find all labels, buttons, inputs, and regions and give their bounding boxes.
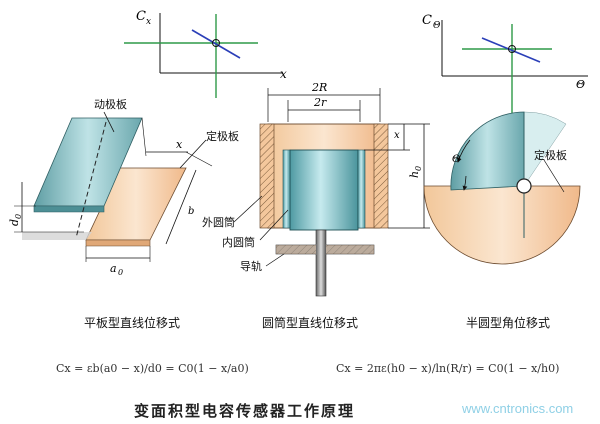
formula-cylinder: Cx = 2πε(h0 − x)/ln(R/r) = C0(1 − x/h0) <box>336 362 559 375</box>
outer-tube-label: 外圆筒 <box>202 215 235 229</box>
dim-h-sub: 0 <box>414 166 423 171</box>
semicircle-sensor: Θ 定极板 半圆型角位移式 <box>423 111 581 330</box>
dim-x-label: x <box>176 138 183 151</box>
graph-angular: C Θ Θ <box>422 13 588 118</box>
page-title: 变面积型电容传感器工作原理 <box>134 402 355 420</box>
plate-caption: 平板型直线位移式 <box>84 315 180 330</box>
angle-label: Θ <box>452 154 460 165</box>
graph-flat-y-label: C <box>136 9 146 24</box>
graph-angular-y-label: C <box>422 13 432 28</box>
graph-angular-x-label: Θ <box>576 78 585 91</box>
dim-2r-label: 2r <box>313 96 327 109</box>
dim-h-label: h <box>408 171 421 178</box>
graph-flat-x-label: x <box>280 67 287 81</box>
dim-2R-label: 2R <box>311 81 327 94</box>
semicircle-caption: 半圆型角位移式 <box>466 315 550 330</box>
fixed-plate-label: 定极板 <box>206 129 239 143</box>
cylinder-caption: 圆筒型直线位移式 <box>262 315 358 330</box>
guide-rail-label: 导轨 <box>240 259 262 273</box>
inner-tube-label: 内圆筒 <box>222 235 255 249</box>
dim-a-sub: 0 <box>118 268 123 277</box>
dim-d-label: d <box>8 219 21 226</box>
cylinder-sensor: 2R 2r x h 0 外圆筒 内圆筒 导轨 <box>202 81 430 330</box>
formula-plate: Cx = εb(a0 − x)/d0 = C0(1 − x/a0) <box>56 362 249 375</box>
moving-plate-label: 动极板 <box>94 97 127 111</box>
dim-d-sub: 0 <box>14 214 23 219</box>
plate-sensor: 动极板 定极板 x d 0 a 0 b 平板型直线位移式 <box>8 97 239 330</box>
dim-x2-label: x <box>394 130 400 141</box>
dim-a-label: a <box>110 262 117 275</box>
watermark: www.cntronics.com <box>461 401 573 416</box>
graph-flat-y-sub: x <box>146 17 151 27</box>
dim-b-label: b <box>188 206 194 217</box>
semicircle-fixed-plate-label: 定极板 <box>534 148 567 162</box>
graph-angular-y-sub: Θ <box>433 21 441 31</box>
graph-flat: C x x <box>124 9 287 98</box>
